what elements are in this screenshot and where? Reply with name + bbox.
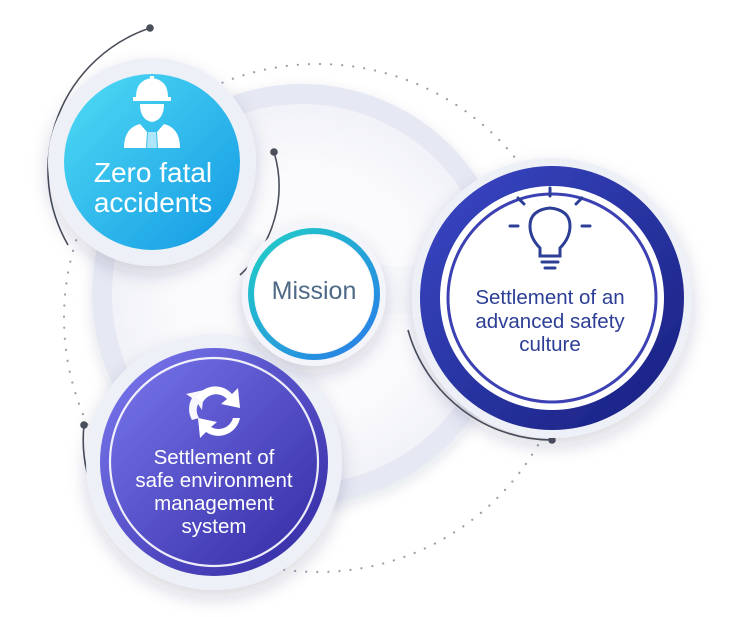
- label-safe-env-line-2: safe environment: [135, 468, 293, 492]
- arc-top-left: [47, 27, 151, 246]
- label-zero-fatal-line-2: accidents: [93, 187, 213, 219]
- label-zero-fatal: Zero fatal accidents: [80, 157, 226, 219]
- mission-center: [242, 222, 386, 366]
- refresh-cycle-icon: [186, 386, 240, 438]
- node-zero-fatal: [48, 58, 256, 266]
- label-mission: Mission: [271, 277, 357, 305]
- label-safety-culture: Settlement of an advanced safety culture: [440, 286, 660, 357]
- worker-icon: [124, 76, 180, 148]
- label-safe-env-line-1: Settlement of: [153, 446, 275, 469]
- arc-dot-2: [270, 148, 278, 156]
- label-safety-culture-line-2: advanced safety: [475, 309, 625, 333]
- lightbulb-icon: [508, 186, 592, 270]
- node-safe-env: [86, 334, 342, 590]
- arc-dot-1: [146, 24, 154, 32]
- label-safe-env: Settlement of safe environment managemen…: [114, 446, 314, 539]
- label-zero-fatal-line-1: Zero fatal: [93, 157, 213, 188]
- label-safety-culture-line-3: culture: [519, 333, 581, 357]
- label-safe-env-line-3: management: [154, 491, 274, 515]
- label-safety-culture-line-1: Settlement of an: [475, 286, 625, 309]
- node-safety-culture: [412, 158, 692, 438]
- arc-dot-4: [80, 421, 88, 429]
- label-safe-env-line-4: system: [181, 514, 247, 538]
- arc-dot-3: [548, 436, 556, 444]
- arc-right: [407, 329, 553, 441]
